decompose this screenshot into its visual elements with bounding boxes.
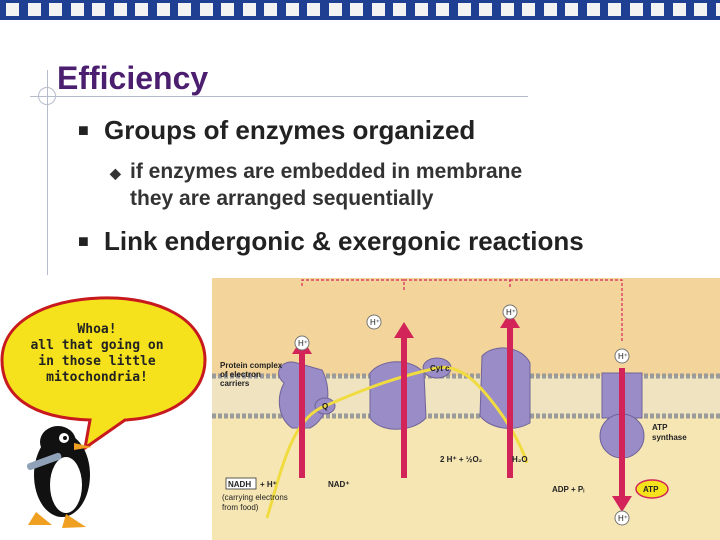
- bullet-1-text: Groups of enzymes organized: [104, 115, 476, 145]
- plus-h-label: + H⁺: [260, 480, 277, 489]
- square-bullet-icon: ■: [78, 120, 89, 140]
- bar-square: [264, 3, 277, 16]
- carrying-label: (carrying electrons: [222, 493, 288, 502]
- nad-label: NAD⁺: [328, 480, 350, 489]
- carrying-label: from food): [222, 503, 259, 512]
- bar-square: [113, 3, 127, 16]
- bubble-line: mitochondria!: [46, 370, 148, 385]
- nadh-box: [225, 477, 257, 490]
- q-label: Q: [322, 402, 328, 411]
- water-label: H₂O: [512, 455, 528, 464]
- bar-square: [414, 3, 428, 16]
- bar-square: [672, 3, 686, 16]
- bar-square: [27, 3, 41, 16]
- bar-square: [522, 3, 535, 16]
- bar-square: [135, 3, 148, 16]
- slide-title: Efficiency: [57, 60, 209, 96]
- crosshair-ornament: [38, 87, 56, 105]
- diamond-bullet-icon: ◆: [110, 165, 121, 181]
- nadh-label: NADH: [228, 480, 251, 489]
- bar-square: [307, 3, 320, 16]
- square-bullet-icon: ■: [78, 231, 89, 251]
- speech-bubble-text: Whoa! all that going on in those little …: [22, 322, 172, 386]
- bar-square: [436, 3, 449, 16]
- protein-complex-label: of electron: [220, 370, 261, 379]
- bar-square: [629, 3, 643, 16]
- bar-square: [92, 3, 105, 16]
- bar-square: [328, 3, 342, 16]
- atp-label: ATP: [643, 485, 659, 494]
- h-plus-markers: [294, 304, 630, 526]
- h-plus-label: H⁺: [618, 352, 628, 361]
- bar-square: [586, 3, 600, 16]
- bar-square: [6, 3, 19, 16]
- bar-square: [565, 3, 578, 16]
- bar-square: [70, 3, 84, 16]
- protein-complex-label: carriers: [220, 379, 250, 388]
- dashed-arrow: [510, 279, 623, 343]
- bar-square: [156, 3, 170, 16]
- bubble-line: in those little: [38, 354, 156, 369]
- bar-square: [651, 3, 664, 16]
- title-underline: [30, 96, 528, 97]
- speech-bubble-graphic: [0, 296, 207, 528]
- bar-square: [543, 3, 557, 16]
- bar-square: [393, 3, 406, 16]
- dashed-arrow: [301, 279, 405, 290]
- penguin-icon: [26, 426, 92, 528]
- bar-square: [285, 3, 299, 16]
- atp-synthase-label: synthase: [652, 433, 687, 442]
- bar-square: [715, 3, 720, 16]
- bar-square: [350, 3, 363, 16]
- vertical-guide-line: [47, 70, 48, 275]
- h-plus-label: H⁺: [618, 514, 628, 523]
- bar-square: [457, 3, 471, 16]
- bar-square: [242, 3, 256, 16]
- h-plus-label: H⁺: [370, 318, 380, 327]
- speech-bubble-cartoon: Whoa! all that going on in those little …: [0, 280, 215, 540]
- h-plus-label: H⁺: [506, 308, 516, 317]
- sub-bullet-1: ◆ if enzymes are embedded in membrane th…: [110, 158, 522, 212]
- h-plus-label: H⁺: [298, 339, 308, 348]
- bubble-line: all that going on: [30, 338, 164, 353]
- bullet-1: ■ Groups of enzymes organized: [78, 115, 475, 146]
- bar-square: [608, 3, 621, 16]
- cyt-c-label: Cyt c: [430, 364, 450, 373]
- bar-square: [178, 3, 191, 16]
- bar-square: [199, 3, 213, 16]
- bullet-2: ■ Link endergonic & exergonic reactions: [78, 226, 584, 257]
- bar-square: [221, 3, 234, 16]
- atp-star: [635, 479, 669, 499]
- oxygen-reaction-label: 2 H⁺ + ½O₂: [440, 455, 483, 464]
- protein-complex-label: Protein complex: [220, 361, 283, 370]
- bullet-2-text: Link endergonic & exergonic reactions: [104, 226, 584, 256]
- sub-bullet-line-1: if enzymes are embedded in membrane: [130, 160, 523, 183]
- sub-bullet-line-2: they are arranged sequentially: [130, 187, 434, 210]
- bubble-line: Whoa!: [77, 322, 117, 337]
- proton-arrows: [292, 312, 632, 512]
- adp-label: ADP + Pᵢ: [552, 485, 584, 494]
- electron-transport-figure: H⁺ H⁺ H⁺ H⁺ H⁺ Protein complex of electr…: [212, 278, 720, 540]
- atp-synthase-label: ATP: [652, 423, 668, 432]
- bar-square: [371, 3, 385, 16]
- bar-square: [49, 3, 62, 16]
- top-decorative-bar: [0, 0, 720, 20]
- bar-square: [500, 3, 514, 16]
- electron-path: [265, 365, 529, 519]
- bar-square: [479, 3, 492, 16]
- bar-square: [694, 3, 707, 16]
